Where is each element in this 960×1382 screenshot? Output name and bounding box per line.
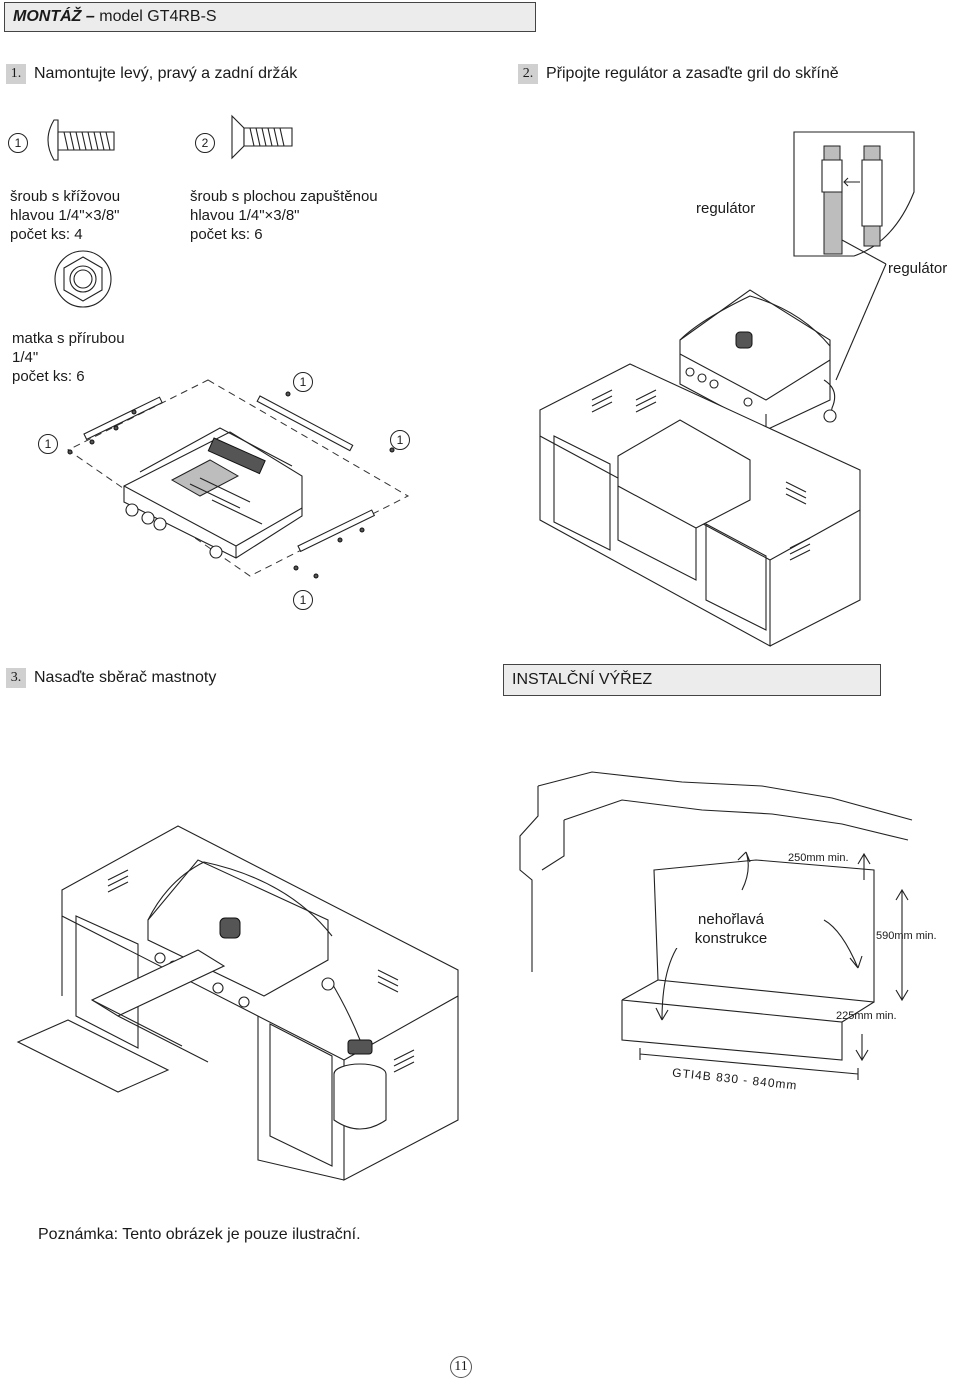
callout-1-bottom: 1	[293, 590, 313, 610]
header-model: model GT4RB-S	[99, 8, 217, 25]
header-title-bold: MONTÁŽ –	[13, 8, 95, 25]
step-2-number: 2.	[518, 64, 538, 84]
regulator-inset-label: regulátor	[696, 200, 756, 217]
part-2-description: šroub s plochou zapuštěnou hlavou 1/4"×3…	[190, 188, 378, 243]
cutout-dim-bottom: 225mm min.	[836, 1010, 897, 1022]
phillips-screw-icon	[40, 110, 120, 170]
regulator-detail-inset	[794, 132, 918, 262]
flat-head-screw-icon	[228, 112, 298, 162]
callout-1-top: 1	[293, 372, 313, 392]
bracket-assembly-diagram	[40, 380, 460, 610]
cutout-dim-top: 250mm min.	[788, 852, 849, 864]
flange-nut-icon	[52, 248, 114, 310]
part-2-marker: 2	[195, 133, 215, 153]
part-3-description: matka s přírubou 1/4" počet ks: 6	[12, 330, 125, 385]
part-1-description: šroub s křížovou hlavou 1/4"×3/8" počet …	[10, 188, 121, 243]
cutout-material-label: nehořlavá konstrukce	[666, 910, 796, 948]
cutout-title-box: INSTALČNÍ VÝŘEZ	[503, 664, 881, 696]
step-1-label: Namontujte levý, pravý a zadní držák	[34, 65, 298, 82]
step-1-heading: 1. Namontujte levý, pravý a zadní držák	[6, 63, 297, 85]
page-number: 11	[450, 1356, 472, 1378]
step-2-heading: 2. Připojte regulátor a zasaďte gril do …	[518, 63, 839, 85]
page-header: MONTÁŽ – model GT4RB-S	[4, 2, 536, 32]
cutout-title: INSTALČNÍ VÝŘEZ	[512, 671, 653, 688]
callout-1-right: 1	[390, 430, 410, 450]
regulator-pointer-line	[830, 240, 890, 390]
grease-tray-diagram	[18, 820, 468, 1190]
regulator-pointer-label: regulátor	[888, 260, 948, 277]
part-1-marker: 1	[8, 133, 28, 153]
step-1-number: 1.	[6, 64, 26, 84]
step-3-heading: 3. Nasaďte sběrač mastnoty	[6, 667, 216, 689]
grill-cabinet-diagram	[540, 280, 860, 650]
cutout-dim-right: 590mm min.	[876, 930, 937, 942]
illustration-note: Poznámka: Tento obrázek je pouze ilustra…	[38, 1226, 361, 1243]
step-2-label: Připojte regulátor a zasaďte gril do skř…	[546, 65, 839, 82]
callout-1-left: 1	[38, 434, 58, 454]
step-3-number: 3.	[6, 668, 26, 688]
step-3-label: Nasaďte sběrač mastnoty	[34, 669, 217, 686]
